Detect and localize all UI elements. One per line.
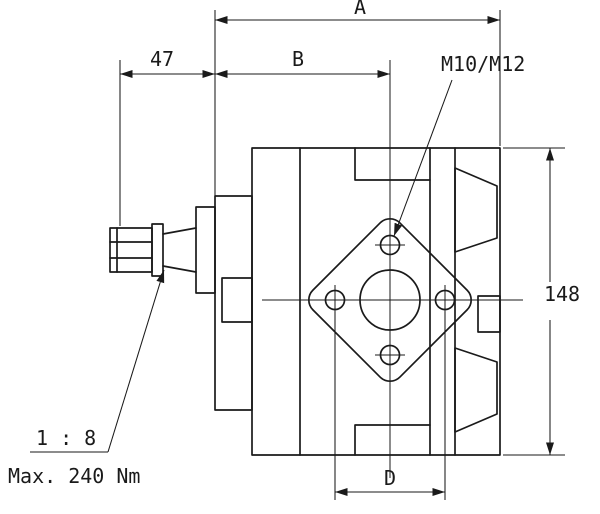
dimension-b: B — [215, 47, 390, 79]
thread-callout: M10/M12 — [393, 52, 525, 237]
rear-drain-boss — [477, 295, 501, 333]
bolt-hole-top — [375, 230, 405, 260]
torque-note: Max. 240 Nm — [8, 464, 140, 488]
bolt-hole-right — [430, 285, 460, 315]
dim-47-label: 47 — [150, 47, 174, 71]
taper-callout: 1 : 8 — [30, 269, 165, 453]
shaft-collar — [195, 206, 216, 294]
shaft-assembly — [109, 206, 216, 294]
dimension-148: 148 — [503, 147, 580, 456]
leader-line — [107, 269, 165, 453]
mounting-flange-front-view — [307, 217, 473, 383]
bolt-hole-bottom — [375, 340, 405, 370]
leader-line — [393, 79, 453, 237]
port-boss-bottom — [354, 424, 431, 456]
shaft-taper-bottom — [162, 265, 197, 273]
center-lines — [262, 60, 523, 478]
dimension-47: 47 — [119, 47, 215, 226]
mounting-flange-plate — [214, 195, 253, 411]
thread-label: M10/M12 — [441, 52, 525, 76]
shaft-taper-top — [162, 227, 197, 235]
dimension-d: D — [334, 312, 446, 500]
washer — [151, 223, 164, 277]
pilot-circle — [359, 269, 421, 331]
taper-label: 1 : 8 — [36, 426, 96, 450]
port-boss-top — [354, 147, 431, 181]
dim-d-label: D — [384, 466, 396, 490]
dim-a-label: A — [354, 0, 366, 19]
dim-148-label: 148 — [544, 282, 580, 306]
pump-body — [214, 147, 501, 456]
rear-port-top — [454, 167, 498, 253]
flange-port-boss — [221, 277, 253, 323]
dim-b-label: B — [292, 47, 304, 71]
rear-port-bottom — [454, 347, 498, 433]
flange-diamond — [307, 217, 473, 383]
dimension-a: A — [214, 0, 501, 196]
body-outline — [251, 147, 501, 456]
bolt-hole-left — [320, 285, 350, 315]
